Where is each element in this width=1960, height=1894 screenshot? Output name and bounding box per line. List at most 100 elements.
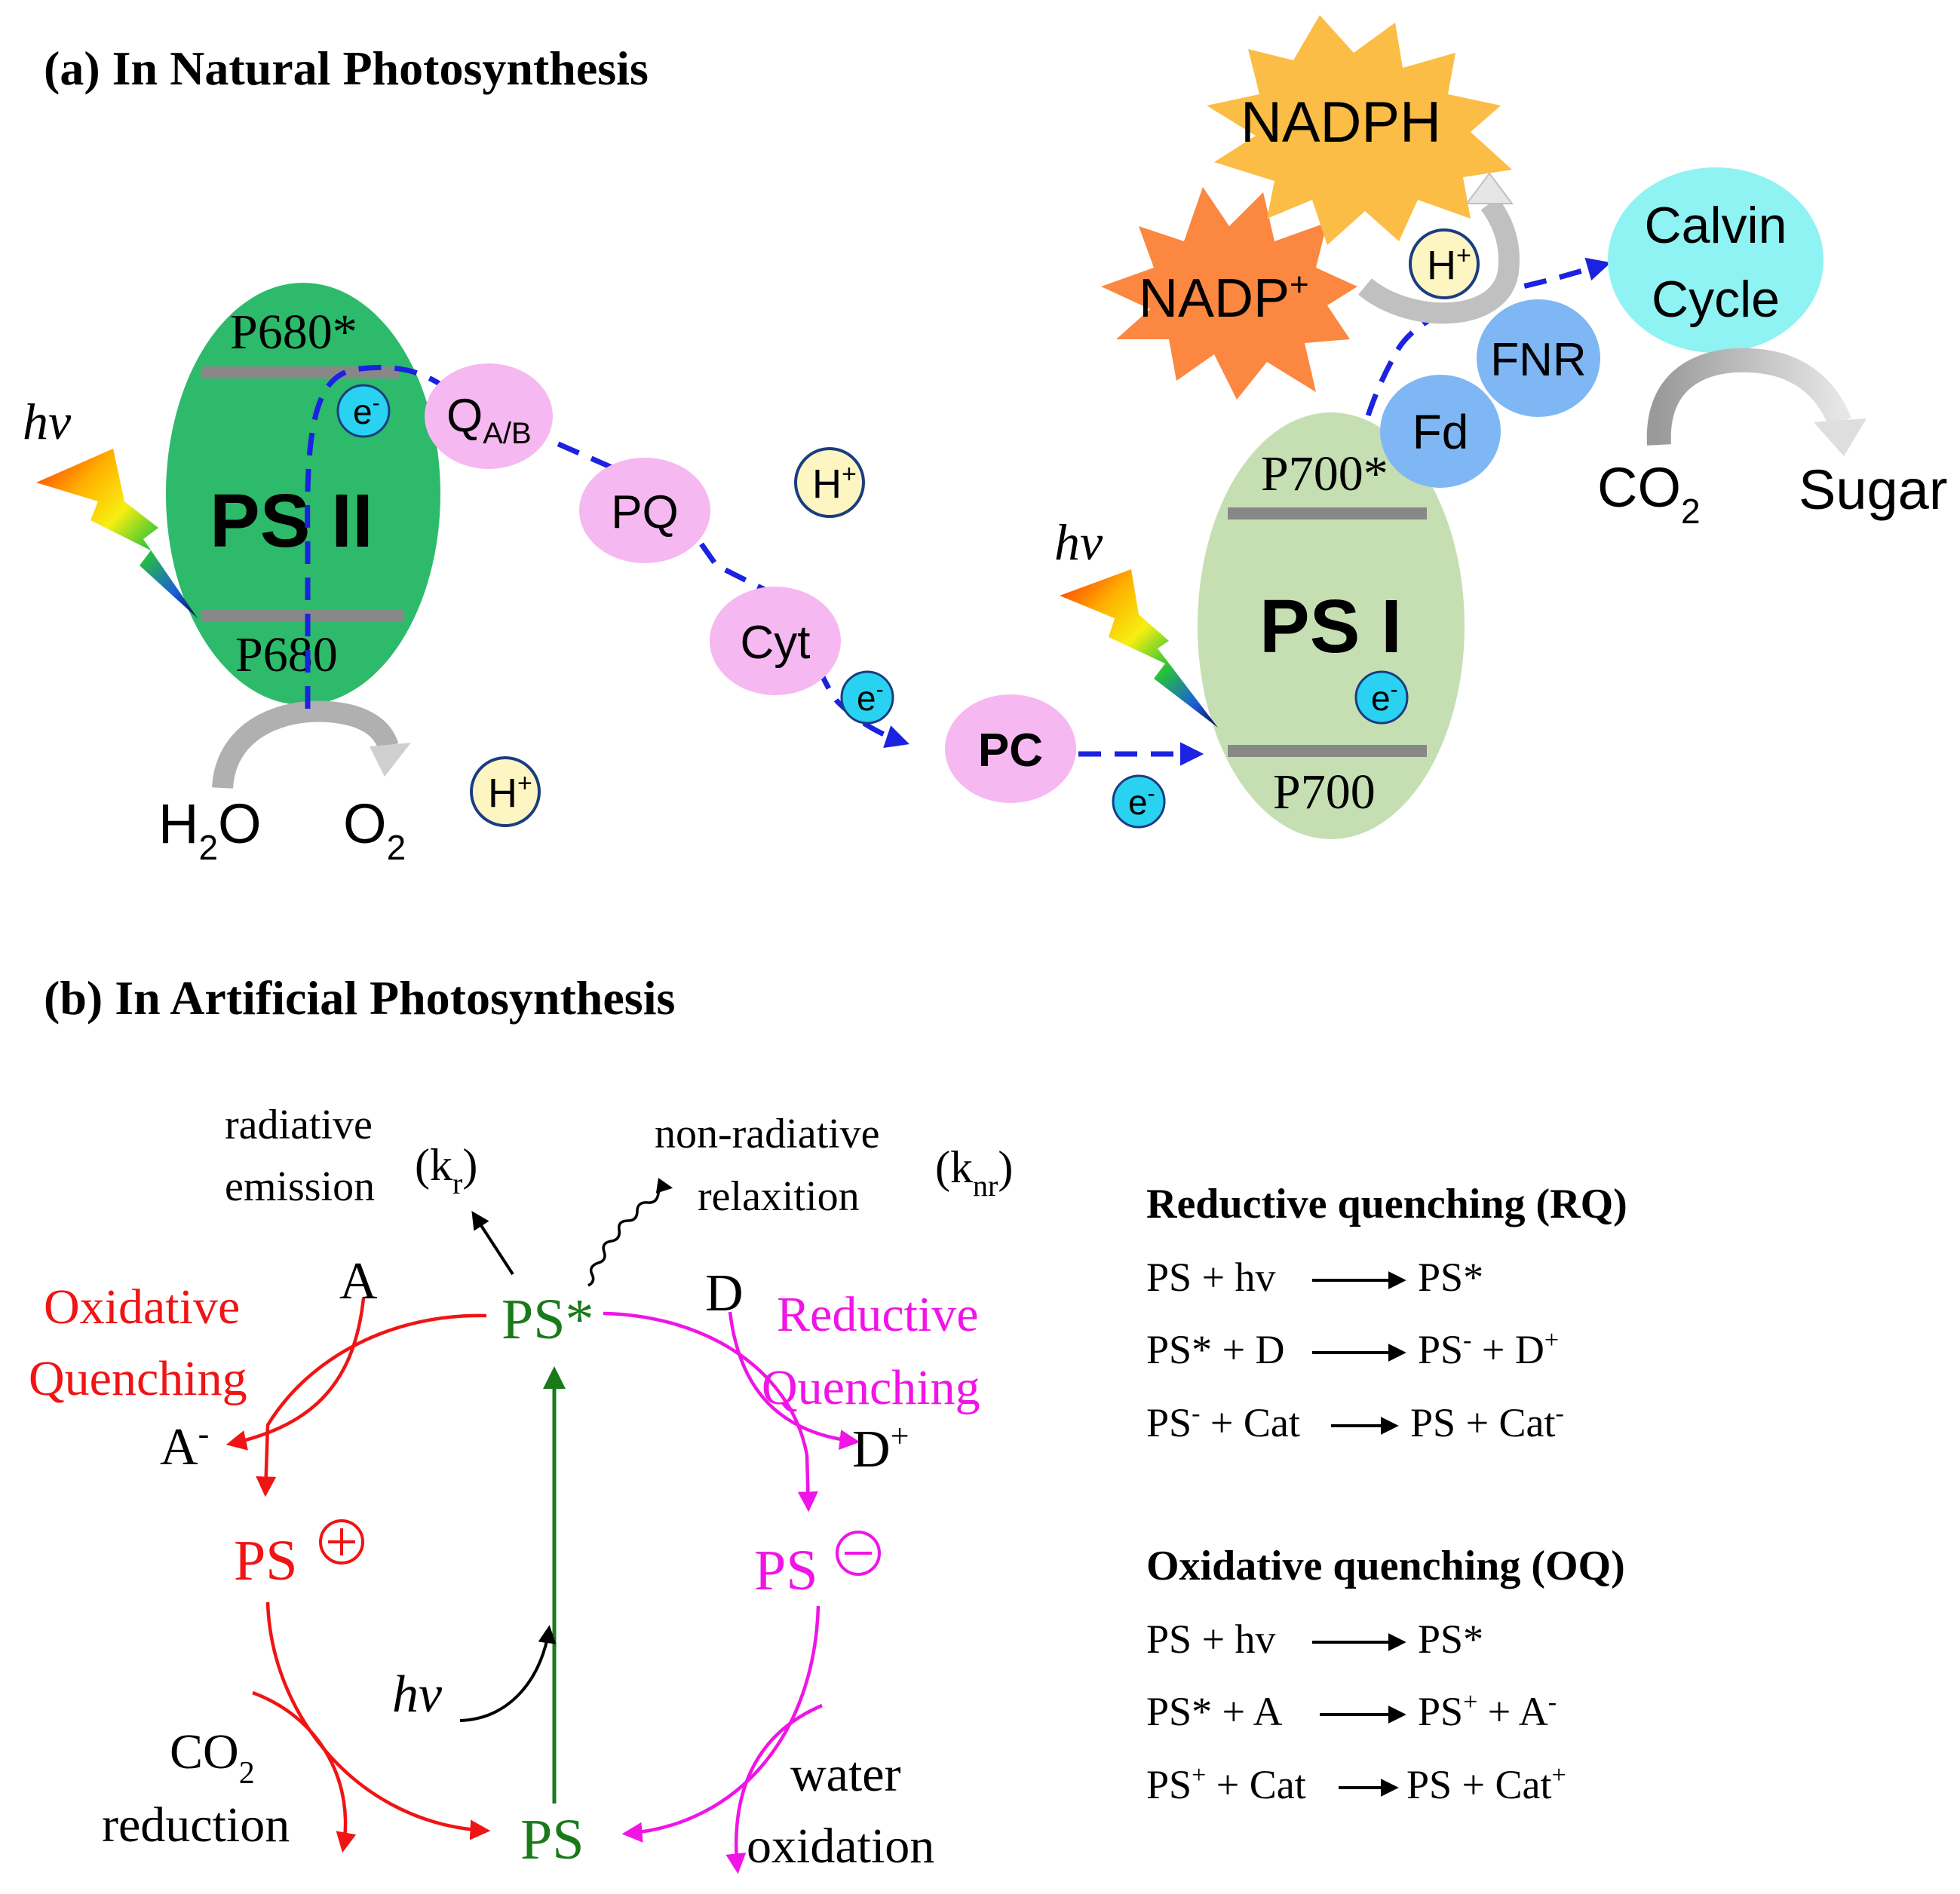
rq-title: Reductive quenching (RQ) — [1146, 1181, 1627, 1227]
pc-carrier — [945, 694, 1076, 803]
minus-circle-icon — [836, 1531, 881, 1576]
ps2-top-label: P680* — [230, 305, 357, 360]
rq-eq3-right: PS + Cat- — [1410, 1399, 1564, 1445]
acceptor-arrow — [225, 1298, 366, 1451]
oq-eq2-right: PS+ + A- — [1418, 1688, 1557, 1734]
nonradiative-line2: relaxition — [698, 1173, 860, 1220]
pc-label: PC — [978, 725, 1043, 777]
radiative-rate: (kr) — [415, 1140, 477, 1200]
cyt-label: Cyt — [741, 617, 811, 669]
water-oxidation-arrow — [725, 1703, 823, 1874]
radiative-line2: emission — [225, 1163, 375, 1210]
nadph-label: NADPH — [1241, 90, 1441, 155]
fd-carrier — [1380, 375, 1501, 488]
sugar-label: Sugar — [1799, 458, 1947, 521]
radiative-line1: radiative — [225, 1102, 373, 1148]
oq-eq3-right: PS + Cat+ — [1406, 1761, 1566, 1807]
acceptor-minus-label: A- — [160, 1415, 209, 1476]
calvin-line1: Calvin — [1645, 197, 1787, 254]
co2-reduction-line2: reduction — [102, 1797, 290, 1853]
fnr-label: FNR — [1490, 334, 1586, 386]
proton-badge: H+ — [1409, 228, 1480, 299]
nadp-conversion-arrow — [1358, 197, 1520, 324]
ps-star-label: PS* — [502, 1288, 594, 1351]
water-arrow — [212, 700, 399, 789]
donor-plus-label: D+ — [852, 1417, 909, 1479]
reductive-line1: Reductive — [777, 1287, 979, 1342]
rq-eq2-right: PS- + D+ — [1418, 1326, 1559, 1372]
water-oxidation-arc — [621, 1605, 821, 1843]
oxidative-quenching-arc — [256, 1313, 487, 1497]
hv-label-ps1: hv — [1054, 513, 1103, 571]
donor-label: D — [705, 1264, 744, 1322]
co2-label-a: CO2 — [1597, 456, 1701, 531]
fnr-carrier — [1477, 299, 1600, 417]
oxidative-line2: Quenching — [29, 1351, 247, 1406]
o2-label: O2 — [343, 792, 406, 867]
proton-badge: H+ — [470, 756, 541, 827]
ps-ground-label: PS — [520, 1808, 584, 1871]
ps2-bottom-level — [202, 609, 404, 621]
nonradiative-wavy-arrow — [587, 1178, 673, 1287]
lightning-bolt-icon — [36, 449, 198, 618]
co2-reduction-arc — [265, 1601, 491, 1840]
ps-plus-label: PS — [234, 1529, 298, 1592]
water-arrow-head — [370, 743, 411, 777]
water-oxidation-line1: water — [790, 1747, 901, 1802]
pq-label: PQ — [611, 486, 679, 538]
oq-eq3-left: PS+ + Cat — [1146, 1761, 1306, 1807]
calvin-line2: Cycle — [1652, 271, 1780, 328]
ps1-label: PS I — [1259, 584, 1402, 669]
h2o-label: H2O — [158, 792, 262, 867]
oq-title: Oxidative quenching (OQ) — [1146, 1543, 1625, 1589]
panel-b-title: (b) In Artificial Photosynthesis — [44, 971, 675, 1025]
ps2-bottom-label: P680 — [235, 627, 338, 682]
hv-arrow — [459, 1625, 557, 1722]
svg-text:e-: e- — [353, 391, 380, 431]
nadp-conversion-arrow-head — [1465, 172, 1514, 204]
ps-minus-label: PS — [754, 1539, 818, 1602]
svg-text:e-: e- — [1371, 677, 1398, 718]
ps2-label: PS II — [210, 479, 373, 563]
nonradiative-rate: (knr) — [935, 1142, 1013, 1203]
co2-reduction-line1: CO2 — [170, 1724, 255, 1791]
radiative-arrow — [471, 1210, 514, 1276]
rq-eq3-left: PS- + Cat — [1146, 1399, 1300, 1445]
ps1-top-label: P700* — [1261, 446, 1388, 501]
oq-eq1-left: PS + hv — [1146, 1617, 1276, 1662]
calvin-cycle — [1608, 167, 1824, 353]
reductive-line2: Quenching — [762, 1360, 980, 1415]
svg-text:H+: H+ — [1427, 241, 1471, 288]
svg-text:H+: H+ — [812, 460, 857, 507]
electron-badge: e- — [840, 670, 894, 725]
co2-reduction-arrow — [252, 1690, 357, 1853]
nadp-label: NADP+ — [1139, 266, 1309, 329]
oq-eq1-right: PS* — [1418, 1617, 1483, 1662]
co2-sugar-arrow — [1646, 348, 1851, 446]
ps1-bottom-label: P700 — [1273, 765, 1376, 820]
oq-equations: Oxidative quenching (OQ) PS + hv PS* PS*… — [1146, 1543, 1625, 1807]
nonradiative-line1: non-radiative — [655, 1111, 880, 1157]
acceptor-label: A — [339, 1252, 378, 1310]
nadph-starburst — [1207, 15, 1512, 245]
panel-a-title: (a) In Natural Photosynthesis — [44, 41, 649, 95]
plus-circle-icon — [319, 1519, 364, 1565]
ps2-top-level — [202, 366, 400, 378]
water-oxidation-line2: oxidation — [747, 1819, 934, 1874]
rq-eq2-left: PS* + D — [1146, 1327, 1285, 1372]
svg-text:e-: e- — [1128, 781, 1155, 822]
donor-arrow — [728, 1311, 860, 1450]
pq-carrier — [579, 458, 710, 563]
hv-label-b: hv — [392, 1666, 443, 1724]
qab-carrier — [425, 363, 553, 469]
nadp-starburst — [1101, 187, 1357, 400]
ps1-bottom-level — [1228, 745, 1427, 757]
hv-label-ps2: hv — [23, 393, 72, 450]
svg-text:H+: H+ — [488, 769, 532, 816]
cyt-carrier — [710, 587, 841, 695]
electron-badge: e- — [1112, 774, 1166, 829]
rq-equations: Reductive quenching (RQ) PS + hv PS* PS*… — [1146, 1181, 1627, 1445]
qab-label: QA/B — [446, 390, 532, 450]
oxidative-line1: Oxidative — [44, 1280, 240, 1335]
